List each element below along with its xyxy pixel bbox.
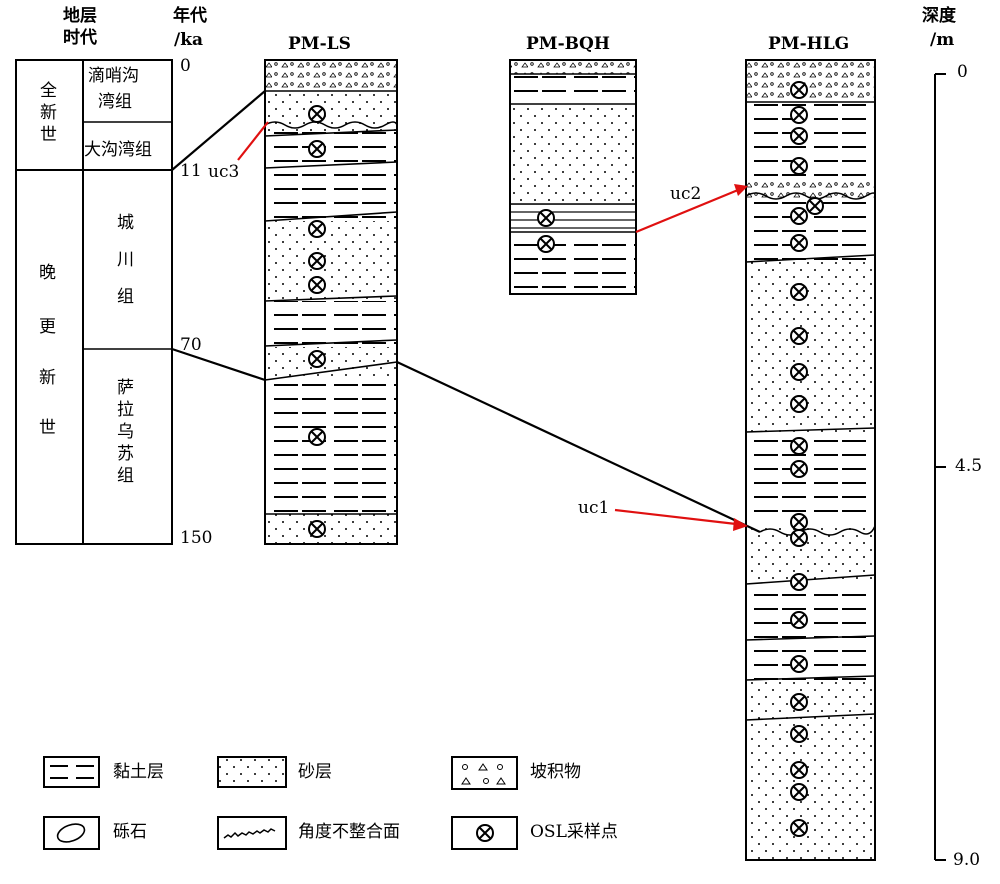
depth-scale xyxy=(934,73,946,861)
age-70: 70 xyxy=(180,335,202,355)
column-title-ls: PM-LS xyxy=(288,34,351,54)
label-fm-salawusu-2: 拉 xyxy=(117,400,134,420)
age-11: 11 xyxy=(180,161,202,181)
header-time: 时代 xyxy=(63,28,97,48)
legend-unconformity-label: 角度不整合面 xyxy=(298,822,400,842)
column-pm-hlg xyxy=(745,59,876,861)
label-fm-salawusu-5: 组 xyxy=(117,466,134,486)
label-uc3: uc3 xyxy=(208,162,240,182)
strat-table xyxy=(15,59,173,545)
legend-sand-label: 砂层 xyxy=(298,762,332,782)
depth-tick-0: 0 xyxy=(957,62,968,82)
header-stratum: 地层 xyxy=(63,6,97,26)
legend-osl-label: OSL采样点 xyxy=(530,822,618,842)
label-fm-salawusu-4: 苏 xyxy=(117,444,134,464)
label-fm-chengchuan-2: 川 xyxy=(117,250,134,270)
depth-tick-9: 9.0 xyxy=(953,850,981,870)
label-fm-salawusu-3: 乌 xyxy=(117,422,134,442)
column-title-hlg: PM-HLG xyxy=(768,34,850,54)
uc-arrows xyxy=(237,121,748,531)
label-fm-dishaogou-1: 滴哨沟 xyxy=(88,66,139,86)
legend-clay-label: 黏土层 xyxy=(113,762,164,782)
label-holocene: 全新世 xyxy=(40,81,57,145)
label-fm-chengchuan-1: 城 xyxy=(117,213,134,233)
age-150: 150 xyxy=(180,528,213,548)
column-title-bqh: PM-BQH xyxy=(526,34,610,54)
label-fm-dagouwan: 大沟湾组 xyxy=(84,140,152,160)
label-late-pleistocene-3: 新 xyxy=(39,368,56,388)
legend-gravel-label: 砾石 xyxy=(113,822,147,842)
correlation-lines xyxy=(171,90,761,533)
label-uc2: uc2 xyxy=(670,184,702,204)
legend-symbols xyxy=(43,756,518,850)
label-fm-dishaogou-2: 湾组 xyxy=(98,92,132,112)
label-late-pleistocene-4: 世 xyxy=(39,418,56,438)
depth-tick-4-5: 4.5 xyxy=(955,456,983,476)
label-late-pleistocene-2: 更 xyxy=(39,317,56,337)
label-fm-chengchuan-3: 组 xyxy=(117,287,134,307)
depth-unit: /m xyxy=(930,30,955,50)
label-late-pleistocene-1: 晚 xyxy=(39,263,56,283)
age-0: 0 xyxy=(180,56,191,76)
label-fm-salawusu-1: 萨 xyxy=(117,378,134,398)
header-age: 年代 xyxy=(173,6,207,26)
column-pm-bqh xyxy=(509,59,637,295)
depth-title: 深度 xyxy=(922,6,956,26)
legend-colluvium-label: 坡积物 xyxy=(530,762,581,782)
label-uc1: uc1 xyxy=(578,498,610,518)
column-pm-ls xyxy=(264,59,398,545)
header-age-unit: /ka xyxy=(174,30,204,50)
